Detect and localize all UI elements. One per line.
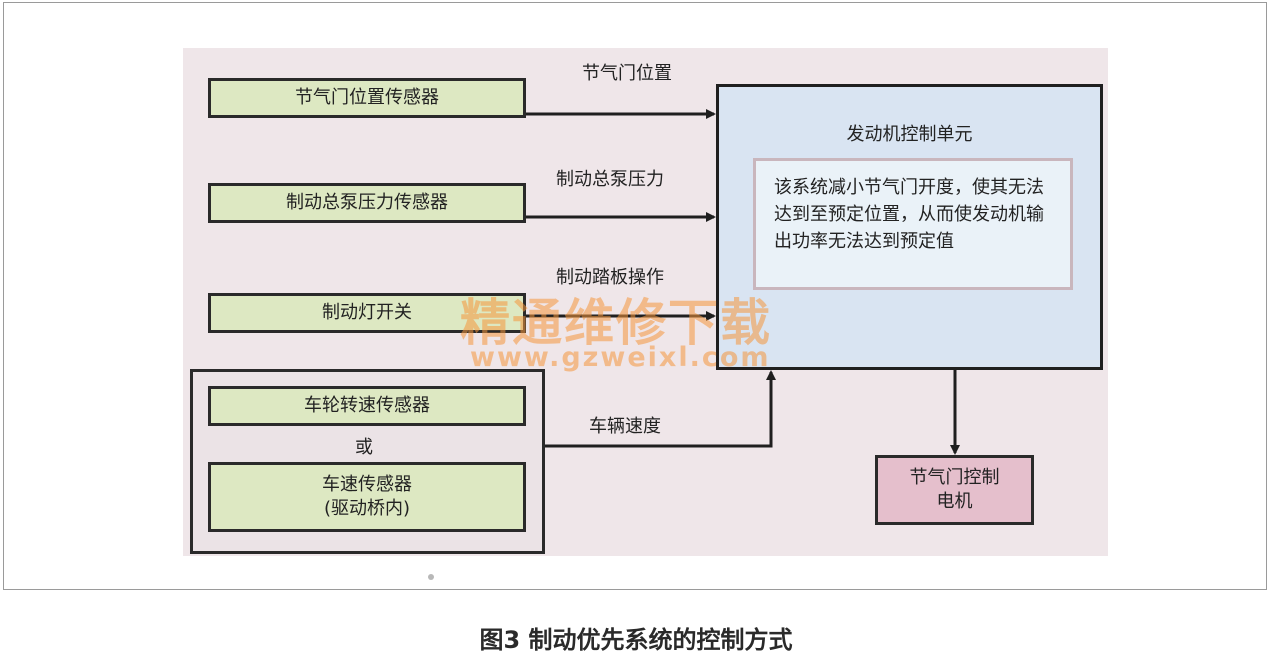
signal-vehicle-speed: 车辆速度 [589, 416, 661, 437]
master-cylinder-pressure-sensor-label: 制动总泵压力传感器 [286, 192, 448, 213]
vehicle-speed-sensor-box: 车速传感器 (驱动桥内) [208, 462, 526, 532]
signal-throttle-position: 节气门位置 [582, 63, 672, 84]
throttle-control-motor-label-line2: 电机 [936, 491, 973, 512]
ecu-description-box: 该系统减小节气门开度，使其无法达到至预定位置，从而使发动机输出功率无法达到预定值 [753, 158, 1073, 290]
figure-caption: 图3 制动优先系统的控制方式 [479, 626, 793, 654]
signal-master-cylinder-pressure: 制动总泵压力 [556, 169, 664, 190]
throttle-control-motor-box: 节气门控制 电机 [875, 455, 1034, 525]
or-label: 或 [355, 437, 373, 458]
scan-speck [428, 574, 434, 580]
signal-brake-pedal-operation: 制动踏板操作 [556, 267, 664, 288]
throttle-control-motor-label-line1: 节气门控制 [909, 467, 1000, 488]
engine-control-unit-title: 发动机控制单元 [846, 124, 973, 145]
watermark-url: www.gzweixl.com [470, 342, 771, 373]
wheel-speed-sensor-box: 车轮转速传感器 [208, 386, 526, 426]
throttle-position-sensor-box: 节气门位置传感器 [208, 78, 526, 118]
brake-light-switch-box: 制动灯开关 [208, 293, 526, 333]
throttle-position-sensor-label: 节气门位置传感器 [295, 87, 439, 108]
vehicle-speed-sensor-location: (驱动桥内) [323, 498, 411, 519]
brake-light-switch-label: 制动灯开关 [322, 302, 412, 323]
vehicle-speed-sensor-label: 车速传感器 [322, 474, 412, 495]
watermark-text: 精通维修下载 [460, 294, 772, 352]
wheel-speed-sensor-label: 车轮转速传感器 [304, 395, 430, 416]
arrow-speed-to-ecu [545, 370, 776, 448]
ecu-description-text: 该系统减小节气门开度，使其无法达到至预定位置，从而使发动机输出功率无法达到预定值 [774, 177, 1044, 252]
master-cylinder-pressure-sensor-box: 制动总泵压力传感器 [208, 183, 526, 223]
